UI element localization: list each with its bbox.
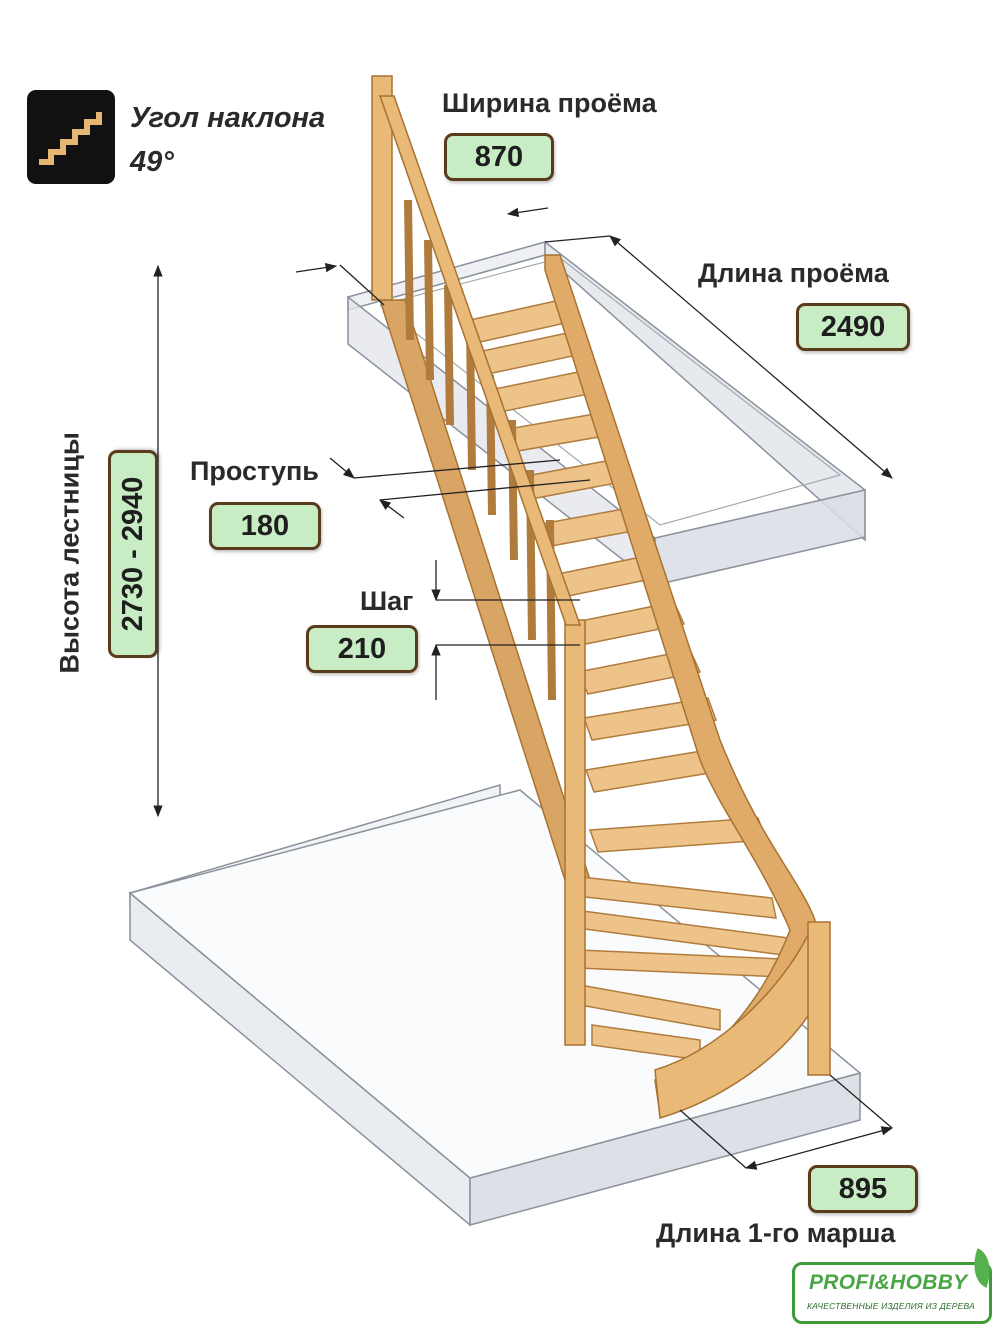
dim-opening-length bbox=[544, 235, 893, 479]
stairs-icon bbox=[27, 90, 115, 184]
opening-length-value: 2490 bbox=[796, 303, 910, 351]
tread-value: 180 bbox=[209, 502, 321, 550]
logo-text: PROFI&HOBBY bbox=[809, 1271, 968, 1294]
first-flight-value: 895 bbox=[808, 1165, 918, 1213]
opening-width-value: 870 bbox=[444, 133, 554, 181]
dim-tread bbox=[329, 457, 591, 519]
opening-length-label: Длина проёма bbox=[698, 258, 889, 288]
stair-height-label: Высота лестницы bbox=[54, 432, 85, 674]
step-value: 210 bbox=[306, 625, 418, 673]
handrail bbox=[378, 95, 582, 626]
brand-logo: PROFI&HOBBY КАЧЕСТВЕННЫЕ ИЗДЕЛИЯ ИЗ ДЕРЕ… bbox=[792, 1248, 999, 1324]
opening-width-label: Ширина проёма bbox=[442, 88, 657, 118]
dim-first-flight bbox=[679, 1074, 894, 1170]
newel-posts bbox=[371, 75, 831, 1076]
logo-tagline: КАЧЕСТВЕННЫЕ ИЗДЕЛИЯ ИЗ ДЕРЕВА bbox=[807, 1301, 975, 1311]
angle-label: Угол наклона bbox=[130, 102, 326, 134]
step-label: Шаг bbox=[360, 586, 414, 616]
angle-caption: Угол наклона 49° bbox=[130, 96, 325, 184]
angle-value: 49° bbox=[130, 146, 174, 178]
stair-height-value: 2730 - 2940 bbox=[108, 450, 158, 658]
first-flight-label: Длина 1-го марша bbox=[656, 1218, 896, 1248]
dim-opening-width bbox=[295, 207, 549, 306]
dim-step bbox=[431, 560, 580, 700]
tread-label: Проступь bbox=[190, 456, 319, 486]
